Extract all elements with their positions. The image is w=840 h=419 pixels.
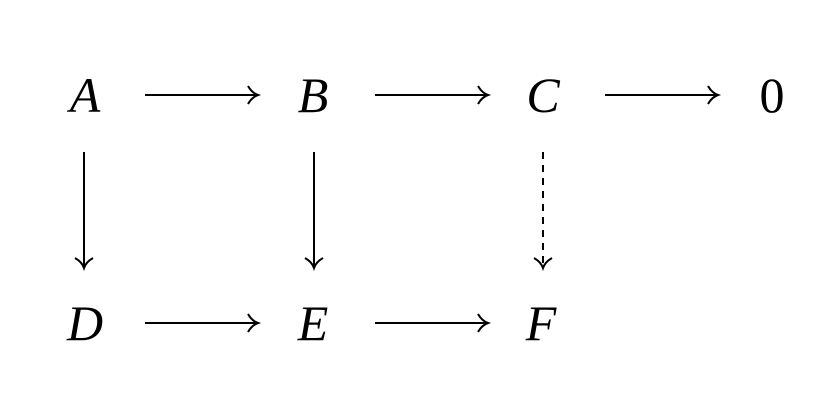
node-f: F [525,295,557,351]
node-d: D [66,295,103,351]
arrow-e-to-f [375,313,492,333]
arrow-c-to-zero [605,85,722,105]
arrow-d-to-e [145,313,262,333]
node-b: B [298,67,329,123]
arrow-a-to-b [145,85,262,105]
node-zero: 0 [760,67,785,123]
node-a: A [67,67,101,123]
arrow-b-to-e [304,152,324,272]
arrow-b-to-c [375,85,492,105]
node-e: E [297,295,329,351]
arrow-c-to-f-dashed [533,152,553,272]
node-c: C [526,67,560,123]
arrow-a-to-d [74,152,94,272]
